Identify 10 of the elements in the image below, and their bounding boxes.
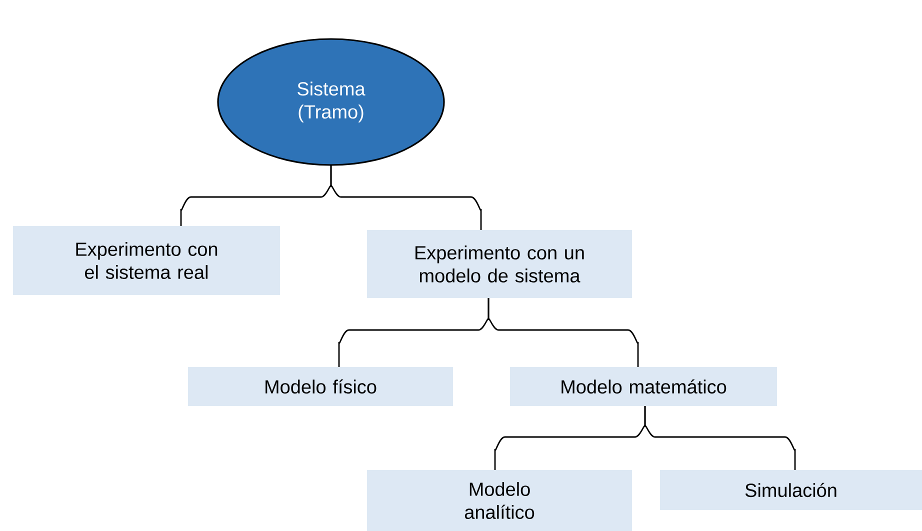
text-box: Experimento con el sistema real (13, 226, 280, 295)
text-box: Modelo físico (188, 367, 453, 406)
brace-connector (488, 298, 639, 367)
brace-connector (644, 406, 796, 470)
text-box: Experimento con un modelo de sistema (367, 230, 632, 298)
brace-connector (330, 165, 482, 230)
text-box: Simulación (660, 470, 922, 510)
ellipse-node: Sistema (Tramo) (217, 38, 445, 166)
text-box: Modelo matemático (510, 367, 777, 406)
text-box: Modelo analítico (367, 470, 632, 531)
